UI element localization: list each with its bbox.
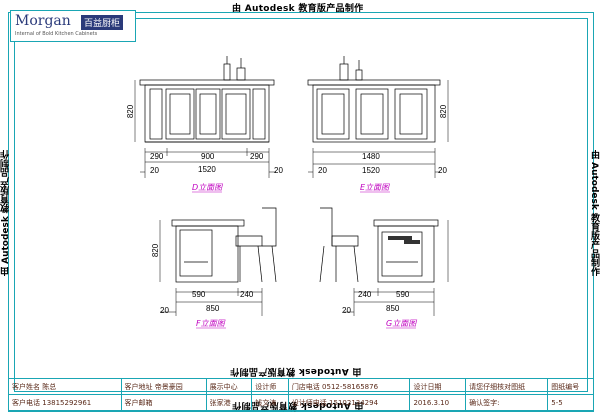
- view-label-f: F立面图: [196, 319, 225, 328]
- brand-subtitle: Internal of Bold Kitchen Cabinets: [15, 31, 98, 37]
- dim-f-offset: 20: [160, 306, 169, 315]
- title-block: 客户姓名 陈总 客户地址 帝景豪园 展示中心 设计师 门店电话 0512-581…: [8, 378, 594, 411]
- dim-g-chair: 240: [358, 290, 372, 299]
- dim-g-depth: 590: [396, 290, 410, 299]
- view-label-e: E立面图: [360, 183, 390, 192]
- dim-e-total: 1520: [362, 166, 380, 175]
- dim-d-height: 820: [126, 104, 136, 119]
- dim-e-offset-right: 20: [438, 166, 447, 175]
- dim-f-height: 820: [151, 243, 161, 258]
- watermark-top: 由 Autodesk 教育版产品制作: [232, 4, 364, 14]
- customer-email-label: 客户邮箱: [120, 394, 207, 411]
- drawing-border: [8, 12, 594, 412]
- dim-f-total: 850: [206, 304, 220, 313]
- design-date-label: 设计日期: [409, 378, 467, 395]
- dim-e-inner: 1480: [362, 152, 380, 161]
- drawing-no: 5-5: [547, 394, 594, 411]
- dim-d-mid: 900: [201, 152, 215, 161]
- store-phone: 门店电话 0512-58165876: [287, 378, 411, 395]
- designer-name: 钱文涛: [251, 394, 289, 411]
- dim-d-offset-right: 20: [274, 166, 283, 175]
- cabinet-g: [319, 207, 439, 283]
- center-person: 张家港: [205, 394, 253, 411]
- dim-d-offset-left: 20: [150, 166, 159, 175]
- books-g-1: [388, 236, 412, 240]
- brand-cn: 百益厨柜: [81, 15, 124, 30]
- view-label-g: G立面图: [386, 319, 417, 328]
- books-g-2: [404, 240, 420, 244]
- center-label: 展示中心: [205, 378, 253, 395]
- brand-logo: Morgan 百益厨柜 Internal of Bold Kitchen Cab…: [10, 10, 136, 42]
- brand-name: Morgan: [15, 13, 71, 29]
- cabinet-f: [171, 207, 277, 283]
- view-label-d: D立面图: [192, 183, 223, 192]
- cabinet-d: [139, 56, 275, 143]
- design-date: 2016.3.10: [409, 394, 467, 411]
- cabinet-e: [307, 56, 441, 143]
- dim-f-depth: 590: [192, 290, 206, 299]
- dim-g-offset: 20: [342, 306, 351, 315]
- designer-label: 设计师: [251, 378, 289, 395]
- confirm-label: 请您仔细核对图纸: [465, 378, 549, 395]
- dim-d-total: 1520: [198, 165, 216, 174]
- dim-d-left: 290: [150, 152, 164, 161]
- customer-address: 客户地址 帝景豪园: [120, 378, 207, 395]
- customer-name-label: 客户姓名 陈总: [8, 378, 122, 395]
- drawing-no-label: 图纸编号: [547, 378, 594, 395]
- dim-e-offset-left: 20: [318, 166, 327, 175]
- watermark-right: 由 Autodesk 教育版产品制作: [589, 150, 599, 277]
- dim-d-right: 290: [250, 152, 264, 161]
- sign-label: 确认签字:: [465, 394, 549, 411]
- dim-f-chair: 240: [240, 290, 254, 299]
- dim-g-total: 850: [386, 304, 400, 313]
- dim-e-height: 820: [439, 104, 449, 119]
- designer-phone: 设计师电话 15102134294: [287, 394, 411, 411]
- customer-phone: 客户电话 13815292961: [8, 394, 122, 411]
